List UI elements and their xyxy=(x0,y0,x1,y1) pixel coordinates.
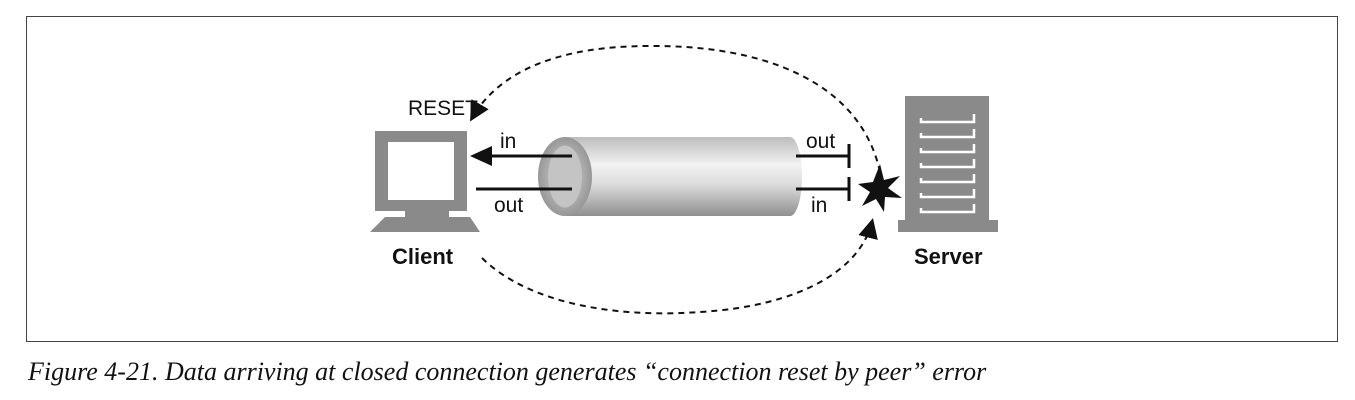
client-in-label: in xyxy=(500,130,516,153)
data-path-bottom xyxy=(481,218,878,315)
server-icon xyxy=(898,96,998,232)
server-out-label: out xyxy=(806,130,835,153)
connection-pipe xyxy=(538,137,802,216)
server-label: Server xyxy=(914,244,983,269)
server-in-label: in xyxy=(811,194,827,217)
figure-caption: Figure 4-21. Data arriving at closed con… xyxy=(28,357,987,386)
reset-label: RESET xyxy=(408,97,478,120)
client-in-arrowhead xyxy=(470,146,492,166)
reset-path-top xyxy=(469,44,881,173)
client-out-label: out xyxy=(494,194,523,217)
crash-burst-icon xyxy=(858,164,902,212)
client-label: Client xyxy=(392,244,454,269)
computer-icon xyxy=(370,131,480,232)
